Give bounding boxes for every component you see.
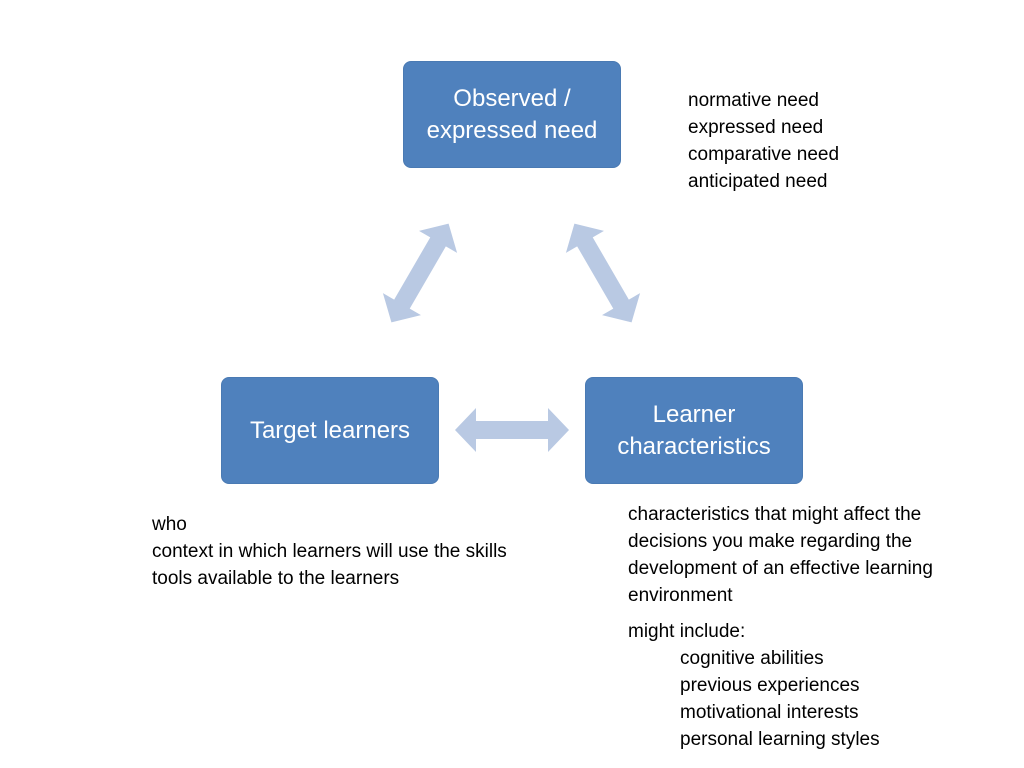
node-label-line: Observed / <box>453 84 571 112</box>
note-line: tools available to the learners <box>152 568 400 589</box>
node-label-line: expressed need <box>426 116 598 144</box>
note-line: environment <box>628 585 733 606</box>
note-line: decisions you make regarding the <box>628 531 913 552</box>
note-line: who <box>152 514 187 535</box>
node-target-learners: Target learners <box>221 377 439 484</box>
arrow-top-right <box>565 223 641 323</box>
note-heading: might include: <box>628 621 746 642</box>
note-list-item: personal learning styles <box>680 729 880 750</box>
note-learner-characteristics: characteristics that might affect the de… <box>628 501 933 753</box>
note-target-learners: who context in which learners will use t… <box>152 511 507 592</box>
note-line: context in which learners will use the s… <box>152 541 507 562</box>
note-list-item: motivational interests <box>680 702 859 723</box>
note-list-item: cognitive abilities <box>680 648 824 669</box>
arrow-bottom <box>455 408 569 452</box>
note-line: development of an effective learning <box>628 558 933 579</box>
arrow-top-left <box>382 223 458 323</box>
node-label-line: Target learners <box>249 416 411 444</box>
note-list-item: previous experiences <box>680 675 860 696</box>
node-label-line: characteristics <box>617 432 771 460</box>
note-line: normative need <box>688 90 819 111</box>
note-line: comparative need <box>688 144 840 165</box>
note-need-types: normative need expressed need comparativ… <box>688 87 839 195</box>
note-line: expressed need <box>688 117 824 138</box>
node-label-line: Learner <box>652 400 736 428</box>
note-line: characteristics that might affect the <box>628 504 922 525</box>
node-observed-expressed-need: Observed / expressed need <box>403 61 621 168</box>
node-learner-characteristics: Learner characteristics <box>585 377 803 484</box>
note-spacer <box>628 609 933 618</box>
note-line: anticipated need <box>688 171 828 192</box>
